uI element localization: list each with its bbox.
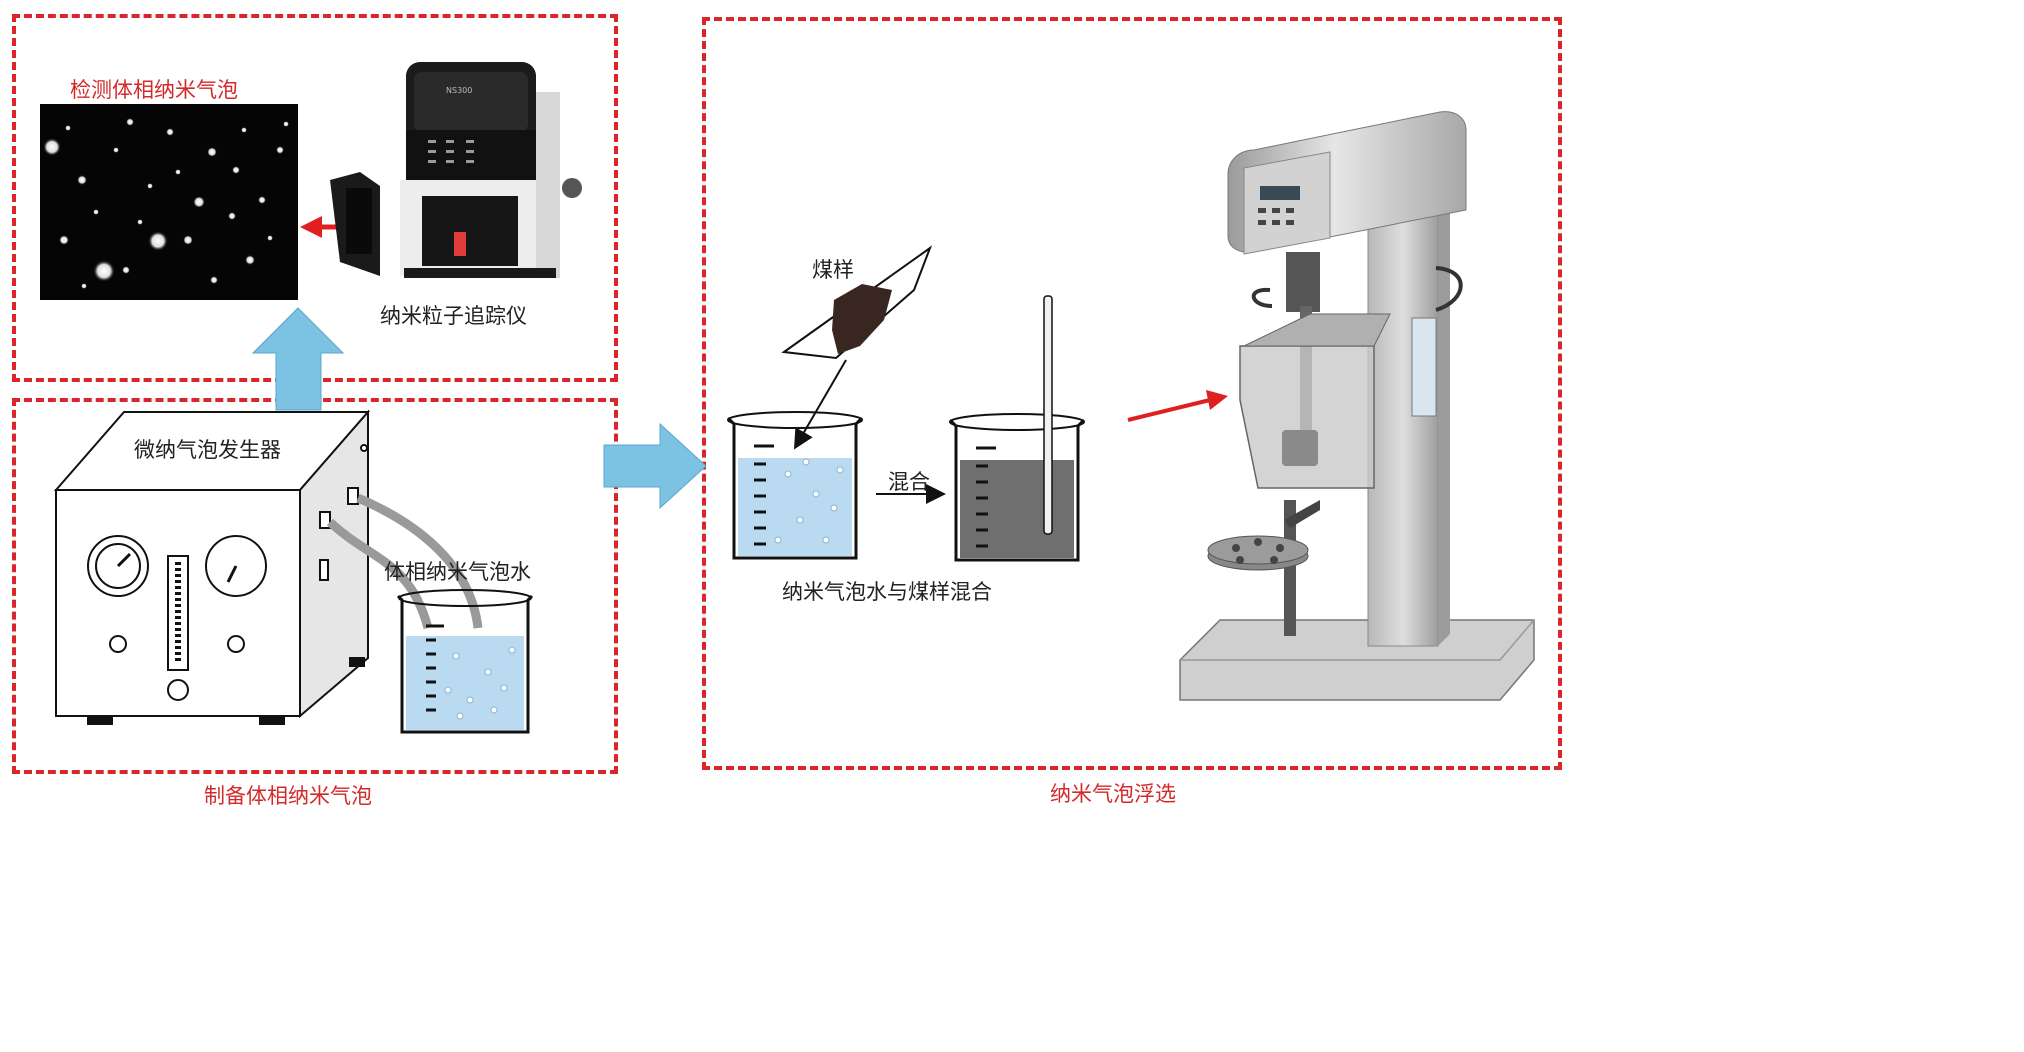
mixed-slurry-beaker [948,295,1086,562]
detect-title: 检测体相纳米气泡 [70,78,238,102]
bubble-generator [53,409,371,725]
tracker-model: NS300 [446,86,473,95]
nanobubble-water-beaker [726,411,864,560]
coal-sample [781,245,933,360]
up-arrow [251,307,345,411]
flotation-region-frame [702,17,1562,770]
inlet-tube [326,518,433,630]
nanobubble-micrograph [40,104,298,300]
to-flotation-arrow [1127,390,1228,422]
flotation-machine [1179,111,1535,701]
coal-label: 煤样 [812,258,854,282]
bulk-water-label: 体相纳米气泡水 [384,560,531,584]
mix-label: 混合 [888,470,930,494]
nanoparticle-tracker [330,62,582,278]
bulk-water-beaker [396,589,534,734]
mix-caption: 纳米气泡水与煤样混合 [782,580,992,604]
flotation-caption: 纳米气泡浮选 [1050,782,1176,806]
tracker-label: 纳米粒子追踪仪 [380,304,527,328]
outlet-tube [356,493,483,629]
prep-caption: 制备体相纳米气泡 [204,784,372,808]
process-diagram [40,62,1535,734]
generator-label: 微纳气泡发生器 [134,438,281,462]
right-arrow [603,422,707,510]
coal-drop-arrow [793,359,847,450]
